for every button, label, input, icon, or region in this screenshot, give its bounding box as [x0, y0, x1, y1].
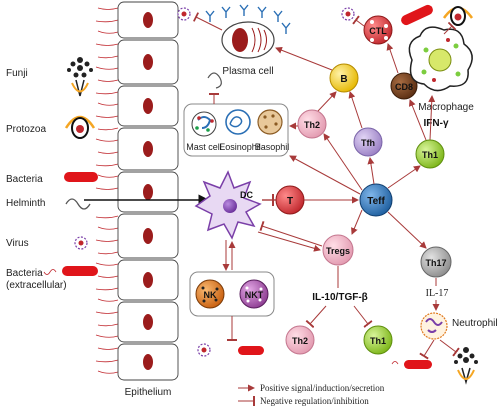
mast-cell-label: Mast cell — [186, 142, 222, 152]
pathogen-label-protozoa: Protozoa — [6, 124, 46, 135]
th2-to-b-arrow — [317, 91, 337, 112]
b-to-plasma-arrow — [275, 46, 333, 71]
dc-label: DC — [240, 190, 253, 200]
helminth-icon — [65, 198, 91, 210]
th1-top-label: Th1 — [422, 150, 438, 160]
th2-top-label: Th2 — [304, 120, 320, 130]
t-cell-label: T — [287, 196, 293, 207]
bacteria-icon-top — [401, 4, 433, 26]
ifn-label: IFN-γ — [424, 118, 449, 129]
epithelium-cilia — [95, 7, 119, 374]
legend-negative-label: Negative regulation/inhibition — [260, 396, 369, 406]
virus-icon-ctl — [341, 7, 355, 21]
plasma-inhibits-virus — [192, 12, 223, 31]
th1-top-cell — [415, 139, 445, 169]
ctl-label: CTL — [369, 26, 387, 36]
th2-top-cell — [297, 109, 327, 139]
bacteria-icon — [64, 172, 98, 182]
ctl-inhibits-virus — [352, 15, 365, 27]
epithelium — [117, 1, 179, 381]
pathogen-label-fungi: Funji — [6, 68, 28, 79]
bacteria-icon-bottom — [404, 360, 432, 369]
nkt-label: NKT — [245, 290, 264, 300]
legend: Positive signal/induction/secretion Nega… — [238, 383, 385, 406]
fungi-icon — [67, 57, 93, 97]
il10-label: IL-10/TGF-β — [312, 292, 368, 303]
teff-to-th17-arrow — [387, 211, 427, 249]
cd8-cell — [390, 72, 418, 100]
virus-icon — [74, 236, 88, 250]
virus-icon-bottom — [197, 343, 211, 357]
b-cell — [329, 63, 359, 93]
tregs-label: Tregs — [326, 246, 350, 256]
bacteria-icon-nk — [238, 346, 264, 355]
neutrophil-inhibits-bacteria — [419, 339, 435, 360]
extracellular-bacteria-icon — [43, 266, 98, 276]
neutrophil-inhibits-fungi — [439, 339, 460, 357]
protozoa-icon-top — [442, 6, 474, 26]
th1-bottom-label: Th1 — [370, 336, 386, 346]
th1-to-cd8-arrow — [408, 99, 427, 141]
cd8-label: CD8 — [395, 82, 413, 92]
teff-label: Teff — [367, 196, 385, 207]
il17-label: IL-17 — [426, 288, 449, 299]
th1-bottom-cell — [363, 325, 393, 355]
tregs-inhibits-dc — [259, 220, 323, 247]
tfh-to-b-arrow — [348, 91, 363, 129]
helminth-icon-top — [207, 72, 222, 89]
teff-to-tregs-arrow — [351, 209, 363, 235]
b-cell-label: B — [340, 74, 347, 85]
pathogen-label-bacteria: Bacteria — [6, 174, 43, 185]
macrophage-label: Macrophage — [418, 102, 474, 113]
tfh-label: Tfh — [361, 138, 375, 148]
neutrophil-label: Neutrophil — [452, 318, 498, 329]
plasma-cell-label: Plasma cell — [222, 66, 273, 77]
teff-to-th1-arrow — [387, 165, 421, 189]
cd8-to-ctl-arrow — [386, 43, 399, 74]
neutrophil-cell — [420, 312, 448, 340]
dc-cell — [194, 170, 262, 240]
teff-cell — [359, 183, 393, 217]
basophil-label: Basophil — [255, 142, 290, 152]
eosinophil-label: Eosinophil — [219, 142, 261, 152]
mast-cell — [191, 111, 217, 137]
legend-positive-label: Positive signal/induction/secretion — [260, 383, 385, 393]
th17-label: Th17 — [425, 258, 446, 268]
nk-label: NK — [204, 290, 217, 300]
fungi-icon-bottom — [454, 347, 478, 385]
teff-to-tfh-arrow — [367, 157, 375, 185]
epithelium-nuclei — [143, 12, 153, 370]
th2-bottom-cell — [285, 325, 315, 355]
basophil-cell — [257, 109, 283, 135]
il10-inhibits-th1 — [353, 305, 373, 328]
th1-to-macrophage-arrow — [428, 95, 436, 141]
pathogen-label-helminth: Helminth — [6, 198, 45, 209]
eosinophil-cell — [225, 109, 251, 135]
teff-to-th2-arrow — [323, 133, 363, 191]
plasma-cell — [221, 21, 275, 59]
protozoa-icon — [64, 115, 96, 139]
teff-to-granulocytes-arrow — [289, 155, 361, 195]
tfh-cell — [353, 127, 383, 157]
th2-bottom-label: Th2 — [292, 336, 308, 346]
virus-icon-top — [177, 7, 191, 21]
antibody-icons — [205, 4, 291, 34]
th17-cell — [420, 246, 452, 278]
tregs-cell — [322, 234, 354, 266]
macrophage-inhibits-protozoa — [443, 21, 457, 35]
il10-inhibits-th2 — [305, 305, 327, 329]
dc-to-tregs-arrow — [257, 231, 321, 252]
pathogen-label-virus: Virus — [6, 238, 29, 249]
epithelium-label: Epithelium — [125, 387, 172, 398]
pathogen-label-extracellular: (extracellular) — [6, 280, 67, 291]
pathogen-label-bacteria-ext: Bacteria — [6, 268, 43, 279]
macrophage-cell — [408, 26, 473, 92]
